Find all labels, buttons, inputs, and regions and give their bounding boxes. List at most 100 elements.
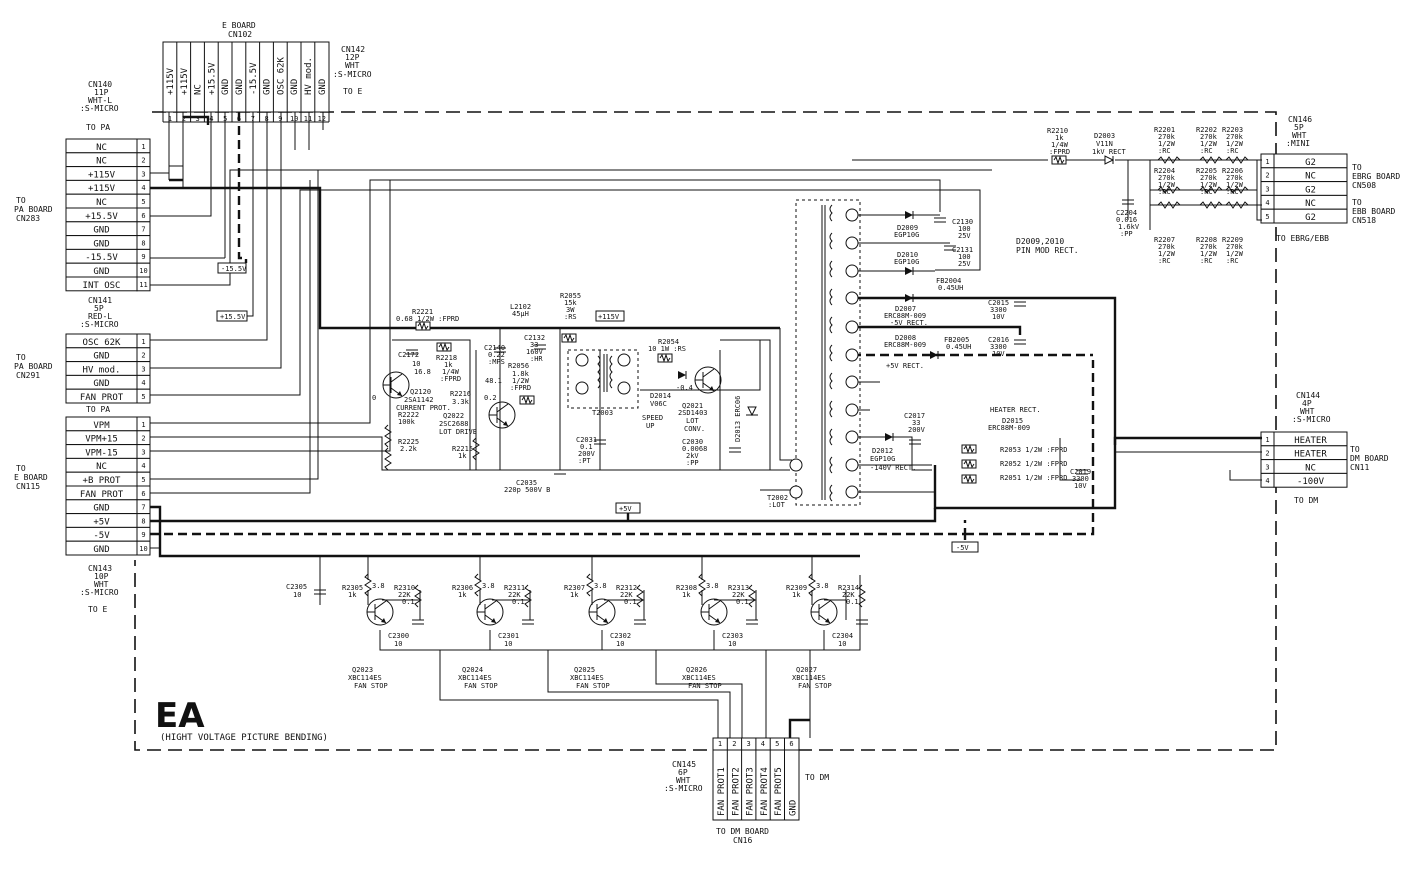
svg-text:R2218: R2218 (436, 354, 457, 362)
flyback-pin (845, 375, 859, 389)
svg-text:1kV RECT: 1kV RECT (1092, 148, 1127, 156)
cn145-pin-number: 2 (732, 740, 736, 748)
wiring-left: -15.5V +15.5V (150, 112, 1095, 558)
fan-c-value: 0.1 (846, 598, 859, 606)
svg-text:0.45UH: 0.45UH (938, 284, 963, 292)
cn143-pin-label: VPM+15 (85, 435, 118, 445)
fan-q-part: XBC114ES (792, 674, 826, 682)
cn102-pin-label: GND (235, 79, 245, 95)
rail-tags: +115V +5V -5V (595, 310, 979, 553)
fan-voltage: 3.8 (594, 582, 607, 590)
svg-text:220p 500V B: 220p 500V B (504, 486, 550, 494)
fan-q-ref: Q2026 (686, 666, 707, 674)
svg-text:D2003: D2003 (1094, 132, 1115, 140)
diode-d2003 (1104, 155, 1115, 165)
transformer-t2003 (567, 349, 639, 409)
svg-text:C2030: C2030 (682, 438, 703, 446)
svg-text:PIN MOD RECT.: PIN MOD RECT. (1016, 246, 1079, 255)
svg-text:TO PA: TO PA (86, 123, 110, 132)
diode-d2014 (678, 371, 687, 379)
labels-flyback: D2009 EGP10G D2010 EGP10G C2130 100 25V … (870, 218, 1091, 490)
svg-text:C2172: C2172 (398, 351, 419, 359)
flyback-pin (845, 348, 859, 362)
svg-text:100: 100 (958, 225, 971, 233)
svg-text:CN145: CN145 (672, 760, 696, 769)
svg-text:2.2k: 2.2k (400, 445, 418, 453)
svg-text:4P: 4P (1302, 399, 1312, 408)
cn140-pin-label: +115V (88, 184, 116, 194)
svg-text:ERC88M-009: ERC88M-009 (988, 424, 1030, 432)
cn140-pin-number: 6 (141, 212, 145, 220)
fan-r2-ref: R2314 (838, 584, 859, 592)
g2-resistor-ref: R2208 (1196, 236, 1217, 244)
resistor-r2201 (1157, 156, 1181, 164)
cn141-pin-num-cell (136, 388, 151, 404)
cn143-pin-label: FAN PROT (80, 490, 124, 500)
resistor-r2204 (1157, 186, 1181, 194)
svg-text:1.6kV: 1.6kV (1118, 223, 1140, 231)
fan-r1-value: 1k (792, 591, 801, 599)
diode-d2009 (905, 211, 914, 219)
resistor-r2203 (1225, 156, 1249, 164)
flyback-pin (845, 291, 859, 305)
svg-text:EGP10G: EGP10G (894, 258, 919, 266)
resistor-r2210 (1051, 155, 1067, 165)
cn141-pin-label: HV mod. (83, 365, 121, 375)
fan-cap-ref: C2301 (498, 632, 519, 640)
svg-text:10V: 10V (1074, 482, 1087, 490)
capacitor-c2131 (944, 245, 956, 251)
svg-text:2SA1142: 2SA1142 (404, 396, 434, 404)
cn143-pin-label: +B PROT (83, 476, 122, 486)
capacitor-c2302 (634, 619, 646, 625)
capacitor-c2132 (534, 344, 546, 350)
fan-r2-value: 22K (620, 591, 633, 599)
cn145-pin-number: 4 (761, 740, 765, 748)
svg-text:T2002: T2002 (767, 494, 788, 502)
svg-text:C2132: C2132 (524, 334, 545, 342)
svg-text:V06C: V06C (650, 400, 667, 408)
svg-text:6P: 6P (678, 768, 688, 777)
fan-r1-ref: R2306 (452, 584, 473, 592)
g2-resistor-value: 1/2W (1158, 181, 1176, 189)
resistor-r2052 (961, 459, 977, 469)
svg-text:D2015: D2015 (1002, 417, 1023, 425)
cn146-pin-number: 5 (1265, 213, 1269, 221)
svg-text:CN140: CN140 (88, 80, 112, 89)
g2-resistor-value: 1/2W (1226, 140, 1244, 148)
svg-text:48.1: 48.1 (485, 377, 502, 385)
cn102-pin-number: 2 (182, 115, 186, 123)
svg-text:PA BOARD: PA BOARD (14, 362, 53, 371)
svg-text:C2017: C2017 (904, 412, 925, 420)
cn140-pin-label: GND (93, 226, 109, 236)
transistor-q2026 (700, 598, 728, 626)
g2-resistor-value: :RC (1158, 147, 1171, 155)
fan-cap-value: 10 (394, 640, 402, 648)
cn102-pin-label: +115V (166, 67, 176, 95)
cn140-pin-number: 9 (141, 253, 145, 261)
svg-text:D2013 ERC06: D2013 ERC06 (734, 396, 742, 442)
cn102-pin-label: GND (263, 79, 273, 95)
svg-text:WHT: WHT (94, 580, 109, 589)
fan-r2-value: 22K (398, 591, 411, 599)
fan-cap-value: 10 (838, 640, 846, 648)
cn146-pin-number: 3 (1265, 185, 1269, 193)
svg-text:1k: 1k (1055, 134, 1064, 142)
svg-text:CN144: CN144 (1296, 391, 1320, 400)
capacitor-c2301 (522, 619, 534, 625)
capacitor-c2304 (856, 619, 868, 625)
pin-t2003-2 (575, 381, 589, 395)
fan-cap-value: 10 (616, 640, 624, 648)
svg-text:PA BOARD: PA BOARD (14, 205, 53, 214)
cn146-pin-number: 1 (1265, 158, 1269, 166)
svg-text::PP: :PP (1120, 230, 1133, 238)
cn102-pin-number: 11 (304, 115, 312, 123)
svg-text:-5V RECT.: -5V RECT. (890, 319, 928, 327)
svg-text::S-MICRO: :S-MICRO (333, 70, 372, 79)
svg-text::S-MICRO: :S-MICRO (1292, 415, 1331, 424)
g2-resistor-value: :RC (1200, 257, 1213, 265)
svg-text:C2140: C2140 (484, 344, 505, 352)
svg-text:TO: TO (16, 464, 26, 473)
flyback-pin (845, 236, 859, 250)
svg-text:T2003: T2003 (592, 409, 613, 417)
